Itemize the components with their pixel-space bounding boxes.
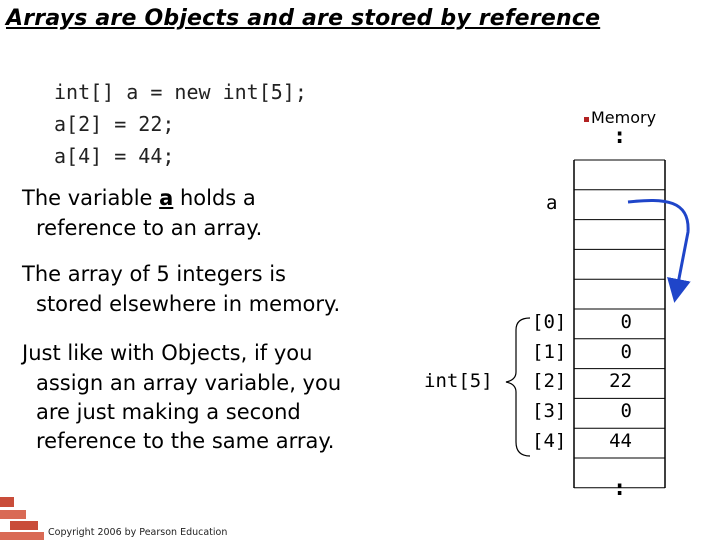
para-array-line2: stored elsewhere in memory.: [36, 292, 341, 316]
para-variable: The variable a holds a: [22, 183, 256, 213]
memory-variable-a: a: [546, 192, 558, 214]
para-objects-line4: reference to the same array.: [36, 429, 335, 453]
array-value: 0: [620, 341, 632, 363]
array-value: 44: [609, 430, 632, 452]
memory-row-lines: [574, 159, 665, 489]
para-objects-line2: assign an array variable, you: [36, 371, 342, 395]
array-type-label: int[5]: [424, 370, 493, 392]
slide-title: Arrays are Objects and are stored by ref…: [6, 6, 601, 31]
para-array-line1: The array of 5 integers is: [22, 262, 286, 286]
code-line-2: a[2] = 22;: [54, 112, 175, 136]
para-variable-line2: reference to an array.: [36, 216, 263, 240]
code-line-3: a[4] = 44;: [54, 144, 175, 168]
array-index: [3]: [532, 400, 567, 422]
para-variable-before: The variable: [22, 186, 160, 210]
array-index: [4]: [532, 430, 567, 452]
array-value: 0: [620, 400, 632, 422]
para-objects-line1: Just like with Objects, if you: [22, 341, 313, 365]
para-objects-line3: are just making a second: [36, 400, 301, 424]
copyright-footer: Copyright 2006 by Pearson Education: [48, 527, 228, 538]
memory-dots-bottom: :: [613, 476, 627, 501]
para-variable-after: holds a: [173, 186, 256, 210]
array-value: 22: [609, 370, 632, 392]
array-index: [1]: [532, 341, 567, 363]
reference-arrow: [627, 199, 691, 303]
array-value: 0: [620, 311, 632, 333]
code-line-1: int[] a = new int[5];: [54, 80, 307, 104]
array-index: [0]: [532, 311, 567, 333]
array-index: [2]: [532, 370, 567, 392]
memory-label: Memory: [591, 108, 657, 127]
brick-decoration: [0, 497, 44, 540]
memory-dots-top: :: [613, 124, 627, 149]
array-brace: [505, 317, 531, 457]
variable-name: a: [159, 186, 174, 210]
memory-bullet: [584, 117, 589, 122]
